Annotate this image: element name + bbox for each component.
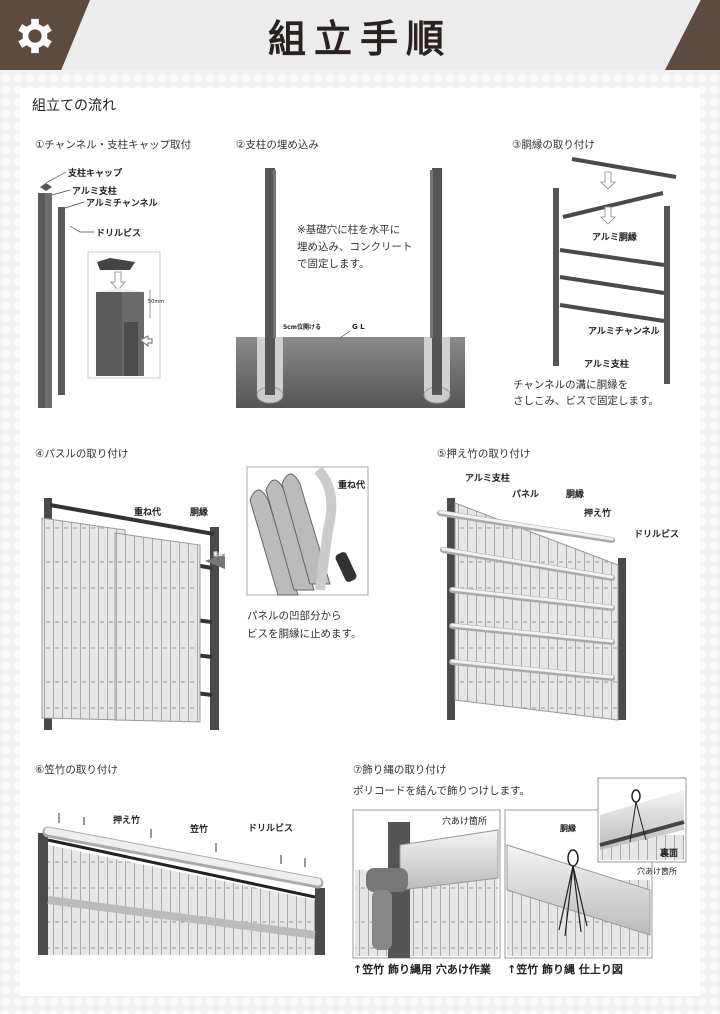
step5-label-post: アルミ支柱: [465, 474, 510, 484]
page-title: 組立手順: [267, 17, 452, 61]
section-title: 組立ての流れ: [32, 98, 116, 114]
step7-subtitle: ポリコードを結んで飾りつけします。: [353, 785, 531, 797]
step6-illustration: [38, 813, 325, 955]
step4-illustration: [41, 466, 369, 730]
step6-label-press: 押え竹: [113, 816, 141, 826]
step3-label-rail: アルミ胴縁: [592, 233, 637, 243]
step4-title: ④パスルの取り付け: [35, 448, 129, 460]
step7-label-back: 裏面: [660, 849, 679, 859]
step6-title: ⑥笠竹の取り付け: [35, 764, 118, 776]
step4-arrow-label: 重ね代: [213, 552, 229, 558]
note-line: パネルの凹部分から: [247, 610, 342, 622]
step7-illustration: [352, 777, 687, 959]
step2-label-gl: G L: [352, 323, 365, 331]
step5-label-panel: パネル: [512, 490, 540, 500]
note-line: で固定します。: [297, 258, 370, 270]
step4-label-rail: 胴縁: [190, 508, 209, 518]
step6-label-screw: ドリルビス: [248, 824, 294, 834]
note-line: チャンネルの溝に胴縁を: [513, 379, 629, 391]
step2-label-gap: 5cm位開ける: [283, 324, 321, 331]
step1-label-post: アルミ支柱: [72, 187, 117, 197]
note-line: ビスを胴縁に止めます。: [247, 628, 362, 640]
step4-label-overlap: 重ね代: [134, 508, 162, 518]
header-bar: [0, 0, 720, 70]
step1-label-cap: 支柱キャップ: [68, 169, 123, 179]
note-line: さしこみ、ビスで固定します。: [513, 395, 659, 407]
step7-label-hole: 穴あけ箇所: [442, 817, 488, 827]
step3-note: チャンネルの溝に胴縁を さしこみ、ビスで固定します。: [513, 377, 659, 409]
step7-caption-finished: ↑笠竹 飾り縄 仕上り図: [507, 963, 623, 976]
step5-title: ⑤押え竹の取り付け: [437, 448, 531, 460]
step3-illustration: [553, 157, 677, 384]
step5-label-screw: ドリルビス: [634, 530, 680, 540]
step6-label-kasa: 笠竹: [190, 825, 209, 835]
note-line: 埋め込み、コンクリート: [297, 241, 413, 253]
step5-label-rail: 胴縁: [566, 490, 585, 500]
step1-title: ①チャンネル・支柱キャップ取付: [35, 139, 192, 151]
step4-note: パネルの凹部分から ビスを胴縁に止めます。: [247, 607, 361, 643]
step7-caption-drilling: ↑笠竹 飾り縄用 穴あけ作業: [353, 963, 491, 976]
step7-label-rail: 胴縁: [560, 824, 576, 833]
step1-label-screw: ドリルビス: [96, 229, 142, 239]
step3-label-post: アルミ支柱: [584, 360, 629, 370]
step4-inset-label-overlap: 重ね代: [338, 481, 366, 491]
step1-dimension: 50mm: [148, 299, 165, 305]
gear-icon: [18, 18, 52, 54]
step7-label-hole2: 穴あけ箇所: [637, 867, 677, 876]
step7-title: ⑦飾り縄の取り付け: [353, 764, 447, 776]
step3-title: ③胴縁の取り付け: [512, 139, 595, 151]
step2-title: ②支柱の埋め込み: [236, 139, 319, 151]
step3-label-channel: アルミチャンネル: [588, 327, 660, 337]
note-line: ※基礎穴に柱を水平に: [297, 224, 401, 236]
step1-label-channel: アルミチャンネル: [86, 199, 158, 209]
step5-label-press: 押え竹: [584, 509, 612, 519]
step2-illustration: [236, 168, 465, 408]
step5-illustration: [437, 498, 626, 721]
step2-note: ※基礎穴に柱を水平に 埋め込み、コンクリート で固定します。: [297, 222, 413, 273]
step1-illustration: [38, 171, 161, 408]
